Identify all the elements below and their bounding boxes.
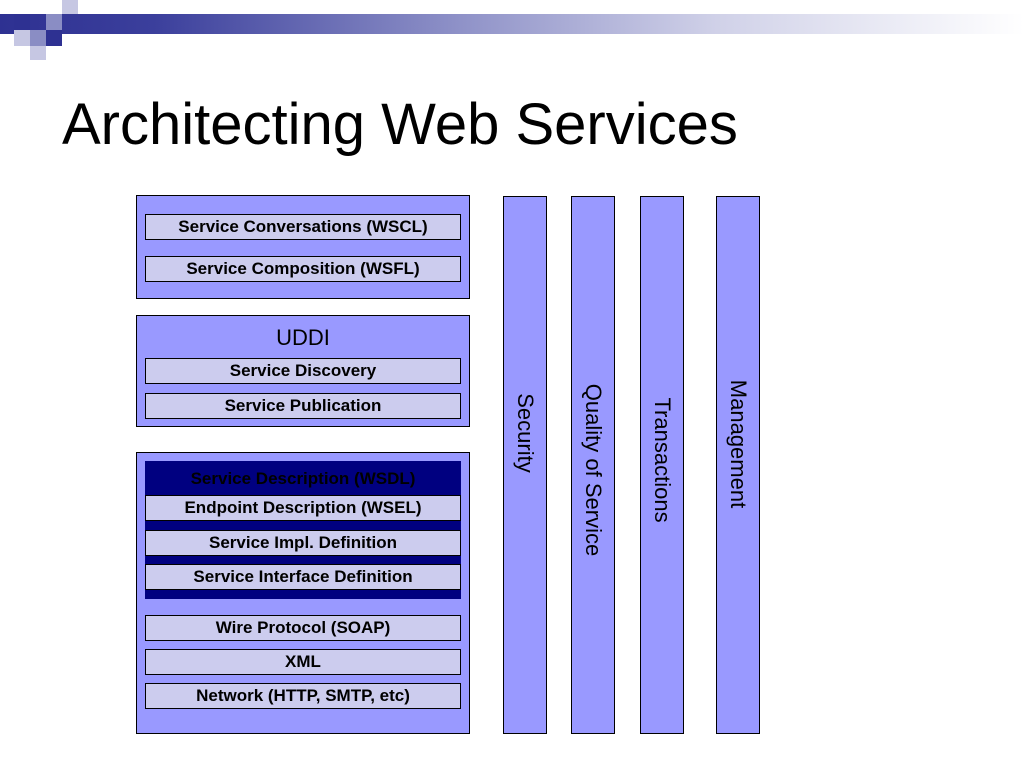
endpoint-description-box: Endpoint Description (WSEL) [145, 495, 461, 521]
network-box: Network (HTTP, SMTP, etc) [145, 683, 461, 709]
wscl-box: Service Conversations (WSCL) [145, 214, 461, 240]
service-impl-definition-box: Service Impl. Definition [145, 530, 461, 556]
wsdl-label: Service Description (WSDL) [190, 469, 416, 488]
soap-box: Wire Protocol (SOAP) [145, 615, 461, 641]
security-column: Security [503, 196, 547, 734]
description-transport-panel: Service Description (WSDL) Endpoint Desc… [136, 452, 470, 734]
service-discovery-box: Service Discovery [145, 358, 461, 384]
security-label: Security [513, 393, 538, 473]
quality-of-service-label: Quality of Service [581, 384, 606, 557]
service-publication-box: Service Publication [145, 393, 461, 419]
wsfl-box: Service Composition (WSFL) [145, 256, 461, 282]
header-checker-logo [0, 0, 80, 62]
management-column: Management [716, 196, 760, 734]
transactions-column: Transactions [640, 196, 684, 734]
uddi-panel: UDDI Service Discovery Service Publicati… [136, 315, 470, 427]
slide-title: Architecting Web Services [62, 92, 738, 157]
management-label: Management [726, 379, 751, 508]
composition-panel: Service Conversations (WSCL) Service Com… [136, 195, 470, 299]
quality-of-service-column: Quality of Service [571, 196, 615, 734]
service-interface-definition-box: Service Interface Definition [145, 564, 461, 590]
wsdl-group: Service Description (WSDL) Endpoint Desc… [145, 461, 461, 599]
uddi-heading: UDDI [276, 325, 330, 350]
xml-box: XML [145, 649, 461, 675]
transactions-label: Transactions [650, 397, 675, 523]
header-gradient-bar [0, 14, 1024, 34]
